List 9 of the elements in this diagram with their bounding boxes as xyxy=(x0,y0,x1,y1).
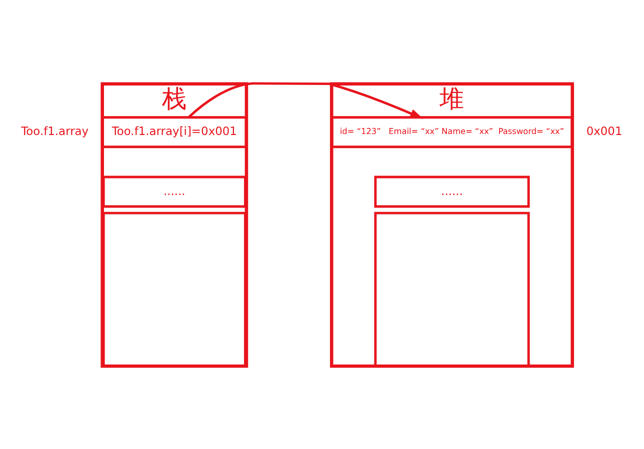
node-box: id= “123” Email= “xx” Name= “xx” Password= “xx” xyxy=(330,116,574,148)
node-box: Too.f1.array[i]=0x001 xyxy=(102,116,248,148)
node-box: ...... xyxy=(374,175,530,208)
node-box: ...... xyxy=(102,175,246,208)
node-label: Too.f1.array xyxy=(21,124,89,138)
arrow xyxy=(188,82,424,118)
node-box xyxy=(374,211,530,367)
node-label: 0x001 xyxy=(586,124,622,138)
node-box xyxy=(102,211,246,367)
